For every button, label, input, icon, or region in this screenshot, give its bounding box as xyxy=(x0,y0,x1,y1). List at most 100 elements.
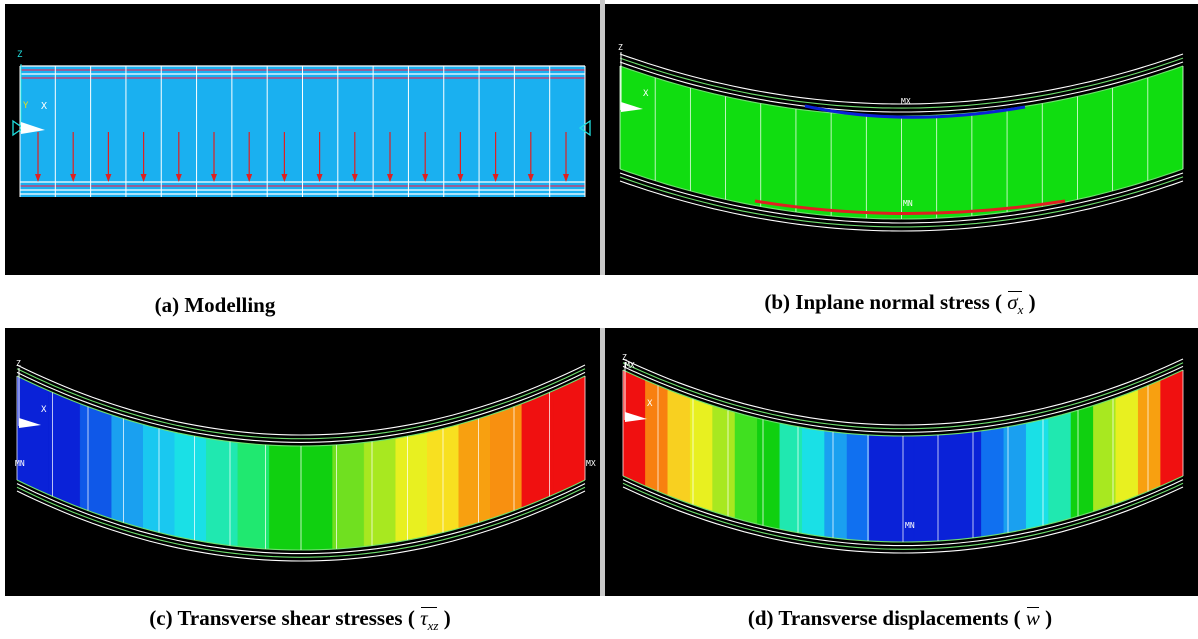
axis-label-x: X xyxy=(647,399,653,409)
contour-band xyxy=(395,431,428,543)
right-support xyxy=(578,119,591,137)
load-arrow-head xyxy=(175,174,182,182)
axis-label-z: Z xyxy=(622,353,627,362)
contour-band xyxy=(553,375,586,496)
load-arrow-head xyxy=(211,174,217,182)
load-arrow-head xyxy=(492,174,499,182)
load-arrow-head xyxy=(246,174,253,182)
contour-band xyxy=(300,444,333,551)
contour-band xyxy=(1048,411,1072,525)
contour-band xyxy=(801,427,825,538)
caption-c: (c) Transverse shear stresses ( τxz ) xyxy=(149,606,451,634)
contour-band xyxy=(332,442,365,550)
top-layer-line xyxy=(16,371,586,443)
contour-band xyxy=(16,375,49,496)
contour-band xyxy=(866,114,902,220)
mx-label: MX xyxy=(625,361,635,370)
mn-label: MN xyxy=(905,521,915,530)
top-layer-line xyxy=(16,368,586,440)
left-support xyxy=(12,119,25,137)
contour-band xyxy=(1160,369,1184,487)
bottom-layer-line xyxy=(619,172,1184,224)
bottom-layer-line xyxy=(622,486,1184,554)
contour-band xyxy=(1093,397,1117,512)
contour-band xyxy=(1112,77,1149,192)
contour-band xyxy=(1042,96,1078,207)
top-layer-line xyxy=(619,57,1184,109)
contour-band xyxy=(971,108,1008,217)
load-arrow-head xyxy=(422,174,429,182)
load-arrow-head xyxy=(35,174,41,182)
top-layer-line xyxy=(622,365,1184,433)
contour-band xyxy=(1115,389,1139,505)
x-axis-triad xyxy=(625,412,647,422)
contour-band xyxy=(1006,103,1043,213)
contour-band xyxy=(1077,87,1113,200)
contour-band xyxy=(725,96,761,207)
mx-label: MX xyxy=(901,97,911,106)
contour-band xyxy=(1070,405,1094,519)
axis-label-x: X xyxy=(643,89,649,99)
contour-band xyxy=(936,112,973,219)
axis-label-x: X xyxy=(41,405,47,415)
inplane-stress-figure: MX MN Z X xyxy=(618,43,1184,232)
load-arrow-head xyxy=(527,174,534,182)
contour-band xyxy=(824,430,848,540)
contour-band xyxy=(1025,417,1049,530)
contour-band xyxy=(458,414,491,529)
load-arrow-head xyxy=(351,174,358,182)
contour-band xyxy=(779,422,803,534)
contour-band xyxy=(981,427,1005,538)
panel-divider xyxy=(600,0,605,275)
contour-band xyxy=(654,77,691,192)
x-axis-triad xyxy=(21,122,45,134)
contour-band xyxy=(521,390,554,509)
contour-band xyxy=(490,403,523,520)
compression-band xyxy=(804,104,1026,119)
mn-label: MN xyxy=(15,459,25,468)
load-arrow-head xyxy=(105,174,112,182)
axis-label-y: Y xyxy=(23,101,29,111)
bottom-layer-line xyxy=(619,176,1184,228)
contour-band xyxy=(830,112,867,219)
contour-band xyxy=(48,390,81,509)
caption-b: (b) Inplane normal stress ( σx ) xyxy=(764,290,1036,318)
contour-band xyxy=(757,417,781,530)
mn-label: MN xyxy=(903,199,913,208)
panel-inplane-stress: MX MN Z X xyxy=(605,4,1198,275)
contour-band xyxy=(936,433,960,542)
contour-band xyxy=(111,414,144,529)
x-axis-triad xyxy=(621,102,643,112)
contour-band xyxy=(690,87,726,200)
axis-label-z: Z xyxy=(618,43,623,52)
contour-band xyxy=(622,369,646,487)
contour-band xyxy=(79,403,112,520)
tension-band xyxy=(754,199,1066,215)
load-arrow-head xyxy=(70,174,77,182)
bottom-layer-line xyxy=(16,486,586,558)
sigma-bar-symbol: σx xyxy=(1007,290,1024,318)
contour-band xyxy=(760,103,797,213)
panel-displacement: MX MN Z X xyxy=(605,328,1198,596)
axis-label-x: X xyxy=(41,101,47,112)
top-layer-line xyxy=(622,358,1184,426)
contour-band xyxy=(869,434,893,543)
contour-band xyxy=(1137,379,1161,496)
bottom-layer-line xyxy=(619,180,1184,232)
displacement-figure: MX MN Z X xyxy=(622,353,1184,554)
contour-band xyxy=(667,389,691,505)
load-arrow-head xyxy=(316,174,323,182)
contour-band xyxy=(619,65,656,182)
caption-d: (d) Transverse displacements ( w ) xyxy=(747,606,1053,630)
load-arrow-head xyxy=(140,174,147,182)
contour-band xyxy=(1147,65,1184,182)
top-layer-line xyxy=(619,53,1184,105)
caption-a: (a) Modelling xyxy=(154,293,276,317)
contour-band xyxy=(645,379,669,496)
contour-band xyxy=(206,437,239,547)
contour-band xyxy=(1003,422,1027,534)
